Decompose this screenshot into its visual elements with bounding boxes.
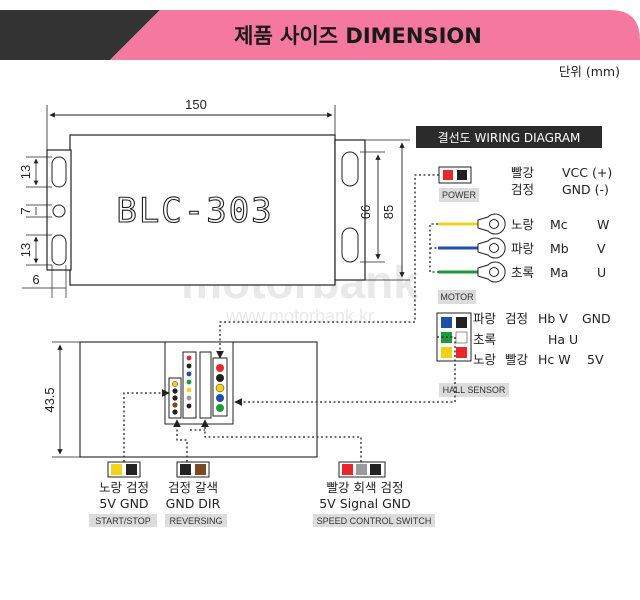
motor-wire-1-letter: W bbox=[597, 217, 609, 232]
reversing-signal: GND DIR bbox=[166, 496, 221, 511]
dim-left-a: 13 bbox=[18, 165, 33, 179]
hall-r1-c2: 검정 bbox=[505, 311, 528, 326]
dim-inner-height-label: 66 bbox=[358, 205, 373, 219]
motor-tag-bg bbox=[438, 290, 476, 304]
speed-group: 빨강 회색 검정 5V Signal GND SPEED CONTROL SWI… bbox=[313, 461, 435, 527]
speed-signal: 5V Signal GND bbox=[319, 496, 411, 511]
start-stop-tag: START/STOP bbox=[95, 516, 151, 526]
hall-r3-c1: 노랑 bbox=[473, 352, 497, 367]
line-speed bbox=[201, 419, 362, 462]
hall-tag: HALL SENSOR bbox=[443, 385, 506, 395]
motor-wire-1-kor: 노랑 bbox=[511, 217, 535, 232]
line-hall bbox=[234, 336, 456, 406]
dimension-left: 13 7 13 6 bbox=[18, 156, 67, 298]
motor-wire-2-name: Mb bbox=[550, 241, 569, 256]
dim-left-d: 6 bbox=[32, 272, 39, 287]
hall-r1-c1: 파랑 bbox=[473, 311, 497, 326]
connector-thin bbox=[199, 351, 212, 419]
hall-tag-bg bbox=[439, 383, 509, 397]
unit-label: 단위 (mm) bbox=[559, 64, 620, 79]
page-title: 제품 사이즈 DIMENSION bbox=[234, 24, 482, 48]
left-hole bbox=[52, 204, 66, 218]
device-top-view: BLC-303 bbox=[46, 134, 366, 286]
hall-r2-c2: Ha U bbox=[548, 332, 578, 347]
hall-r3-c4: 5V bbox=[587, 352, 604, 367]
power-row-1-kor: 빨강 bbox=[511, 165, 535, 180]
left-slot-top bbox=[51, 156, 67, 188]
hall-r1-c3: Hb V bbox=[538, 311, 568, 326]
power-row-2-signal: GND (-) bbox=[562, 182, 609, 197]
motor-wire-3-kor: 초록 bbox=[511, 265, 534, 280]
line-power bbox=[216, 174, 439, 359]
watermark-small: www.motorbank.kr bbox=[225, 306, 374, 326]
dim-outer-height-label: 85 bbox=[381, 205, 396, 219]
motor-wire-2-kor: 파랑 bbox=[511, 241, 535, 256]
device-side-view: 43.5 bbox=[42, 341, 318, 458]
line-start-stop bbox=[123, 389, 170, 462]
power-group: POWER 빨강 VCC (+) 검정 GND (-) bbox=[438, 165, 612, 202]
power-tag: POWER bbox=[442, 190, 477, 200]
motor-wire-3-name: Ma bbox=[550, 265, 568, 280]
motor-wire-1-name: Mc bbox=[550, 217, 568, 232]
line-reversing bbox=[173, 419, 188, 462]
speed-tag: SPEED CONTROL SWITCH bbox=[317, 516, 432, 526]
power-row-1-signal: VCC (+) bbox=[562, 165, 612, 180]
start-stop-kor: 노랑 검정 bbox=[99, 480, 149, 495]
header-banner: 제품 사이즈 DIMENSION bbox=[0, 10, 640, 60]
right-slot-bottom bbox=[341, 227, 359, 263]
start-stop-group: 노랑 검정 5V GND START/STOP bbox=[89, 461, 157, 527]
power-pin-red bbox=[443, 170, 453, 180]
motor-tag: MOTOR bbox=[440, 292, 474, 302]
hall-r3-c2: 빨강 bbox=[505, 352, 529, 367]
reversing-kor: 검정 갈색 bbox=[168, 480, 218, 495]
power-row-2-kor: 검정 bbox=[511, 182, 534, 197]
hall-r2-c1: 초록 bbox=[473, 332, 496, 347]
dim-side-height: 43.5 bbox=[42, 387, 57, 412]
dim-width-label: 150 bbox=[185, 97, 207, 112]
wiring-title: 결선도 WIRING DIAGRAM bbox=[438, 131, 581, 145]
reversing-tag: REVERSING bbox=[169, 516, 222, 526]
start-stop-signal: 5V GND bbox=[99, 496, 148, 511]
motor-wire-2-letter: V bbox=[597, 241, 606, 256]
header-pink-band bbox=[110, 10, 640, 60]
motor-wire-3-letter: U bbox=[597, 265, 606, 280]
speed-kor: 빨강 회색 검정 bbox=[327, 480, 404, 495]
dimension-heights: 66 85 bbox=[358, 139, 410, 281]
connector-mid bbox=[182, 351, 197, 419]
header-dark-wedge bbox=[0, 10, 160, 60]
hall-group: HALL SENSOR 파랑 검정 Hb V GND 초록 Ha U 노랑 빨강… bbox=[436, 311, 611, 397]
dim-left-b: 7 bbox=[18, 207, 33, 214]
dim-left-c: 13 bbox=[18, 243, 33, 257]
reversing-group: 검정 갈색 GND DIR REVERSING bbox=[165, 461, 227, 527]
left-slot-bottom bbox=[51, 234, 67, 266]
connection-lines bbox=[123, 174, 456, 462]
device-model: BLC-303 bbox=[116, 191, 273, 231]
wiring-title-box: 결선도 WIRING DIAGRAM bbox=[416, 126, 602, 148]
power-tag-bg bbox=[439, 188, 479, 202]
hall-r1-c4: GND bbox=[582, 311, 611, 326]
dimension-width: 150 bbox=[46, 97, 336, 150]
power-pin-black bbox=[457, 170, 467, 180]
right-slot-top bbox=[341, 151, 359, 187]
motor-group: MOTOR 노랑 Mc W 파랑 Mb V 초록 Ma U bbox=[438, 213, 609, 304]
hall-r3-c3: Hc W bbox=[538, 352, 571, 367]
